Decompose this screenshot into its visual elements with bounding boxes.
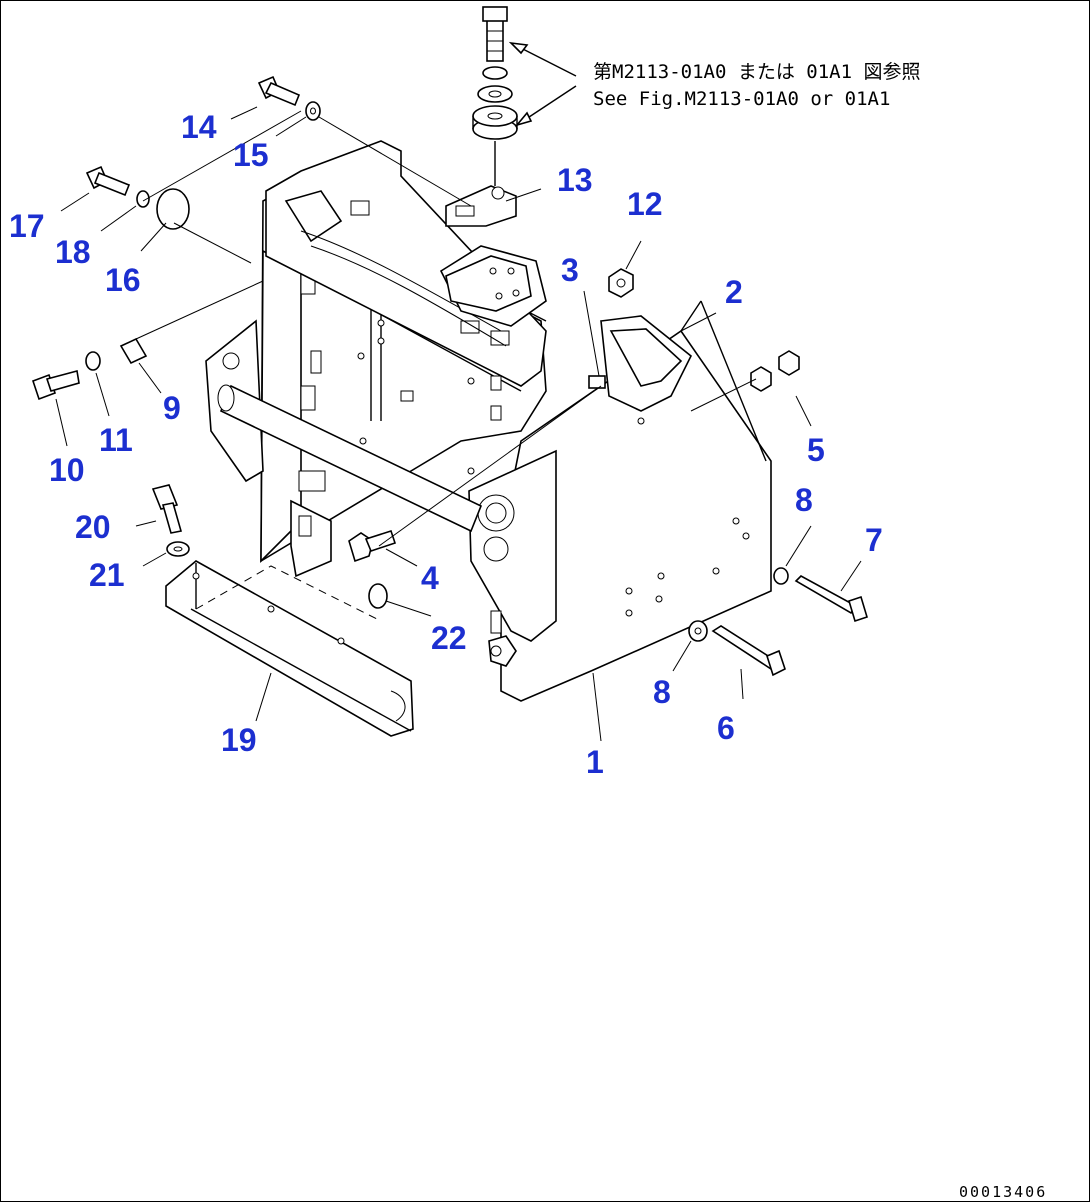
callout-1: 1 — [586, 744, 604, 780]
callout-19: 19 — [221, 722, 257, 758]
callout-7: 7 — [865, 522, 883, 558]
reference-note: 第M2113-01A0 または 01A1 図参照 See Fig.M2113-0… — [593, 61, 920, 110]
callout-11: 11 — [99, 422, 133, 458]
callout-8-upper: 8 — [795, 482, 813, 518]
leader-lines — [55, 106, 862, 742]
callout-6: 6 — [717, 710, 735, 746]
upper-mount-assembly — [439, 6, 577, 327]
callout-labels: 1 2 3 4 5 6 7 8 8 9 10 11 12 13 14 15 16… — [9, 109, 883, 780]
callout-12: 12 — [627, 186, 663, 222]
reference-note-en: See Fig.M2113-01A0 or 01A1 — [593, 88, 890, 110]
callout-15: 15 — [233, 137, 269, 173]
drawing-code: 00013406 — [959, 1183, 1047, 1201]
hardware-parts — [31, 75, 868, 677]
callout-16: 16 — [105, 262, 141, 298]
callout-8-lower: 8 — [653, 674, 671, 710]
callout-5: 5 — [807, 432, 825, 468]
callout-14: 14 — [181, 109, 217, 145]
callout-3: 3 — [561, 252, 579, 288]
main-frame — [205, 140, 772, 702]
callout-9: 9 — [163, 390, 181, 426]
callout-20: 20 — [75, 509, 111, 545]
callout-18: 18 — [55, 234, 91, 270]
callout-2: 2 — [725, 274, 743, 310]
reference-note-jp: 第M2113-01A0 または 01A1 図参照 — [593, 61, 920, 83]
callout-4: 4 — [421, 560, 439, 596]
callout-22: 22 — [431, 620, 467, 656]
callout-13: 13 — [557, 162, 593, 198]
callout-17: 17 — [9, 208, 45, 244]
callout-10: 10 — [49, 452, 85, 488]
bottom-cover — [165, 560, 414, 737]
callout-21: 21 — [89, 557, 125, 593]
